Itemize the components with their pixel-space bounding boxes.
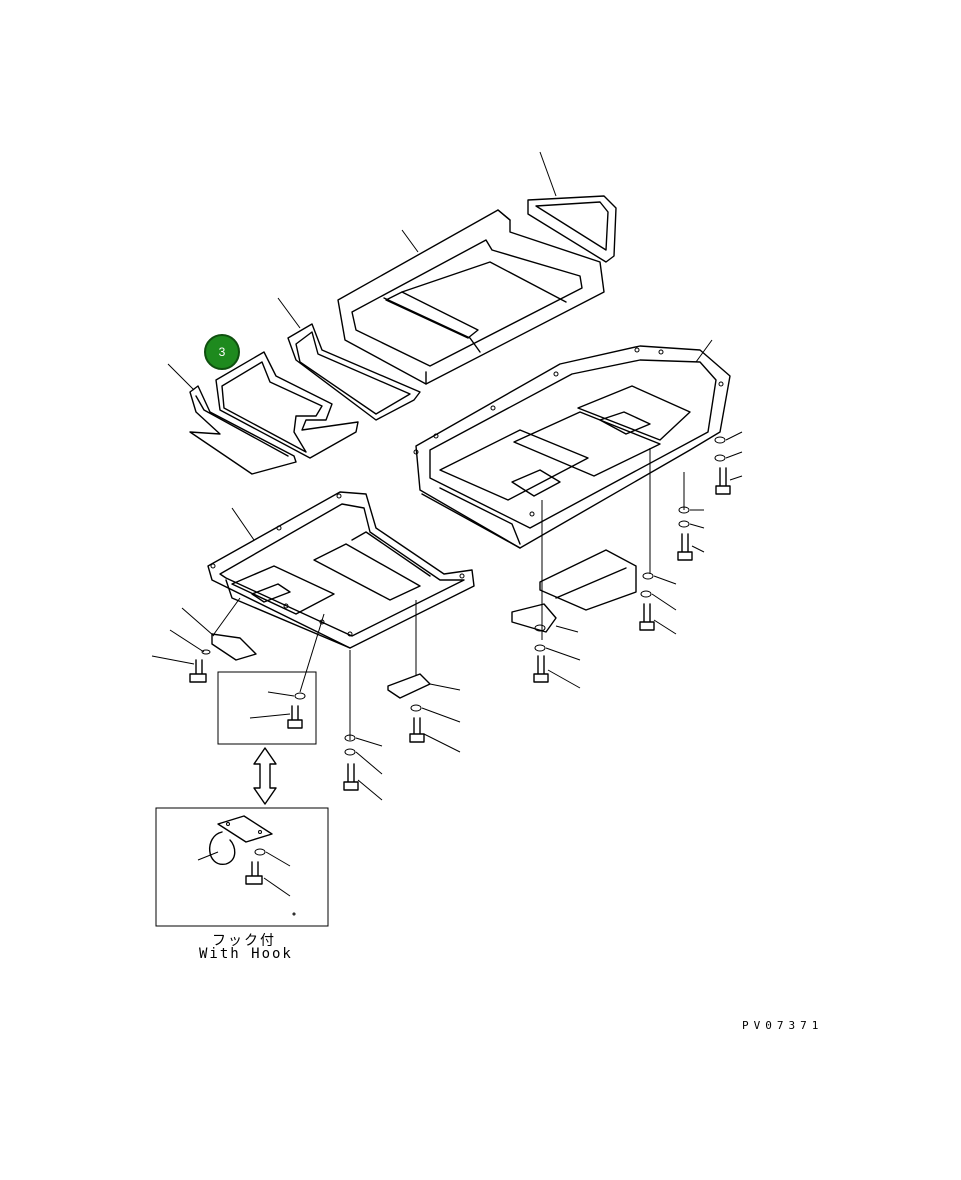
- double-arrow: [253, 747, 277, 805]
- hook-label-en: With Hook: [199, 946, 293, 962]
- small-plate-b: [387, 673, 431, 699]
- front-plate: [215, 351, 359, 459]
- large-right-frame: [413, 345, 731, 549]
- callout-number: 3: [218, 345, 226, 359]
- hinged-cover: [539, 549, 637, 611]
- washers: [201, 436, 726, 856]
- small-middle-cover: [287, 323, 421, 421]
- small-plate-a: [511, 603, 557, 633]
- detail-box-bolt: [217, 671, 317, 745]
- callout-badge[interactable]: 3: [204, 334, 240, 370]
- detail-box-hook: [155, 807, 329, 927]
- upper-tray-cover: [337, 209, 605, 385]
- bolts: [189, 467, 731, 885]
- small-bracket: [211, 633, 257, 661]
- hook-label-jp: フック付: [212, 933, 276, 949]
- angled-left-plate: [189, 385, 297, 475]
- drawing-code: PV07371: [742, 1019, 824, 1032]
- top-end-cap: [527, 195, 617, 263]
- leader-lines: [151, 151, 743, 897]
- assembly-lines: [213, 448, 685, 740]
- large-left-frame: [207, 491, 475, 649]
